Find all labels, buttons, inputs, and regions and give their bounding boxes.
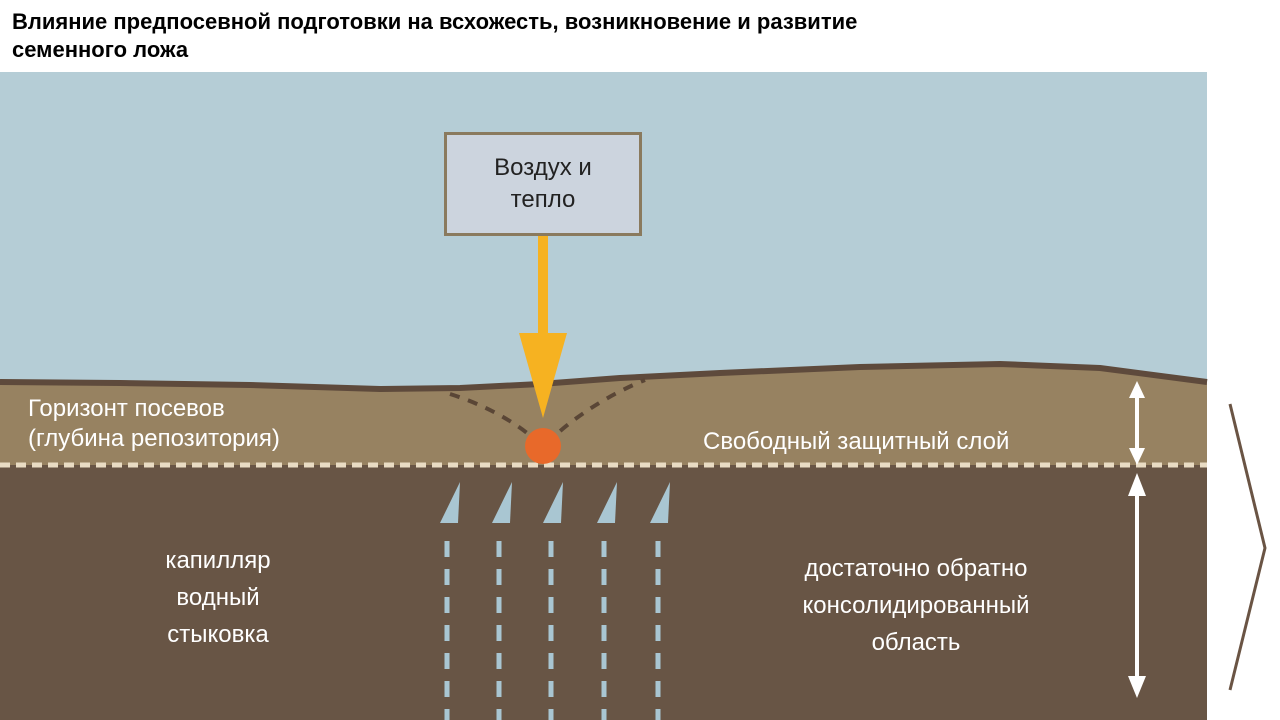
soil-surface-line: [0, 361, 1208, 392]
water-arrow-icon: [543, 482, 563, 523]
air-box-line-2: тепло: [510, 186, 576, 213]
double-arrow-icon: [1128, 473, 1146, 698]
double-arrow-icon: [1129, 381, 1145, 465]
title-line-2: семенного ложа: [12, 37, 189, 62]
water-arrow-icon: [440, 482, 460, 523]
seed-furrow-curve: [449, 378, 646, 452]
water-arrow-icon: [597, 482, 617, 523]
sowing-horizon-line-2: (глубина репозитория): [28, 425, 280, 452]
capillary-line-1: капилляр: [165, 547, 271, 574]
reconsolidated-line-2: консолидированный: [802, 592, 1030, 619]
capillary-label: капилляр водный стыковка: [128, 542, 308, 653]
water-arrow-4: [597, 482, 617, 720]
reconsolidated-line-1: достаточно обратно: [804, 555, 1028, 582]
sowing-horizon-line-1: Горизонт посевов: [28, 395, 225, 422]
downward-arrow-icon: [519, 236, 567, 418]
water-arrow-icon: [492, 482, 512, 523]
water-arrow-5: [650, 482, 670, 720]
protective-layer-label: Свободный защитный слой: [703, 427, 1009, 457]
subsoil-layer: [0, 465, 1207, 720]
reconsolidated-line-3: область: [871, 629, 961, 656]
water-arrow-2: [492, 482, 512, 720]
capillary-line-3: стыковка: [167, 621, 269, 648]
water-arrow-icon: [650, 482, 670, 523]
title-line-1: Влияние предпосевной подготовки на всхож…: [12, 9, 858, 34]
capillary-line-2: водный: [176, 584, 260, 611]
water-arrow-3: [543, 482, 563, 720]
bracket-icon: [1228, 403, 1267, 691]
water-arrow-1: [440, 482, 460, 720]
air-heat-box: Воздух и тепло: [444, 132, 642, 236]
air-box-line-1: Воздух и: [494, 154, 592, 181]
protective-layer-text: Свободный защитный слой: [703, 428, 1010, 455]
sowing-horizon-label: Горизонт посевов (глубина репозитория): [28, 394, 280, 454]
reconsolidated-zone-label: достаточно обратно консолидированный обл…: [746, 550, 1086, 661]
page-title: Влияние предпосевной подготовки на всхож…: [12, 8, 1212, 64]
capillary-water-arrows: [440, 482, 670, 720]
seed-icon: [525, 428, 561, 464]
